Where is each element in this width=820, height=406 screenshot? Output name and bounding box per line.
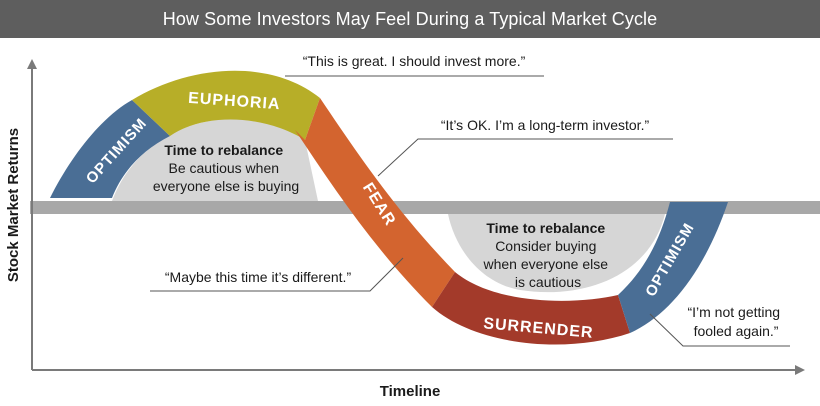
quote-fear-bottom: “Maybe this time it’s different.” (165, 269, 352, 285)
optimism-recovery-segment (618, 202, 728, 333)
rebalance-note-bottom: Time to rebalance Consider buying when e… (483, 220, 613, 290)
euphoria-segment (132, 70, 320, 140)
quote-euphoria: “This is great. I should invest more.” (303, 53, 526, 69)
quote-fear-top: “It’s OK. I’m a long-term investor.” (441, 117, 650, 133)
rebalance-note-top: Time to rebalance Be cautious when every… (153, 142, 299, 194)
optimism-segment (50, 100, 170, 198)
quote-leader-fear-top (377, 138, 673, 177)
rebalance-note-bottom-line: when everyone else (483, 256, 609, 272)
quote-optimism: “I’m not getting fooled again.” (687, 304, 784, 339)
rebalance-note-top-title: Time to rebalance (164, 142, 283, 158)
rebalance-note-bottom-line: Consider buying (495, 238, 596, 254)
quote-optimism-line: “I’m not getting (687, 304, 780, 320)
phase-label-euphoria: EUPHORIA (188, 90, 281, 113)
fear-segment (295, 98, 455, 307)
rebalance-note-top-line: Be cautious when (169, 160, 280, 176)
quote-leader-optimism (649, 313, 790, 347)
surrender-segment (432, 272, 630, 345)
y-axis-label: Stock Market Returns (5, 128, 22, 282)
rebalance-note-top-line: everyone else is buying (153, 178, 299, 194)
figure-title: How Some Investors May Feel During a Typ… (162, 8, 658, 29)
baseline-band (30, 201, 820, 214)
lower-rebalance-area (448, 214, 665, 293)
quote-optimism-line: fooled again.” (694, 323, 779, 339)
x-axis-label: Timeline (380, 383, 441, 400)
title-banner: How Some Investors May Feel During a Typ… (0, 0, 820, 38)
rebalance-note-bottom-title: Time to rebalance (486, 220, 605, 236)
rebalance-note-bottom-line: is cautious (515, 274, 581, 290)
quote-leader-fear-bottom (150, 257, 404, 292)
